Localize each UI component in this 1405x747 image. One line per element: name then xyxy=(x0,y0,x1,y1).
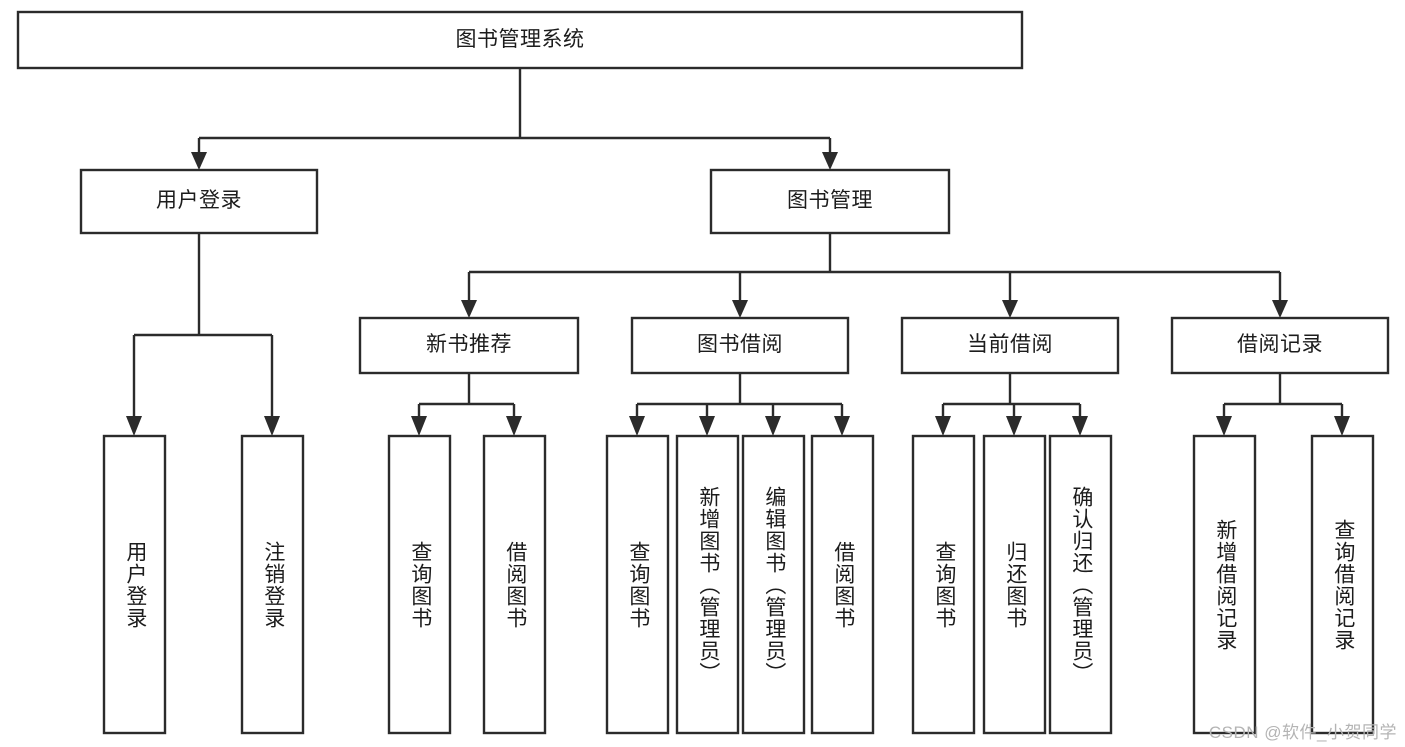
arrowhead-book-mgmt xyxy=(822,152,838,170)
node-rect-book-management[interactable] xyxy=(709,168,951,235)
node-rect-user-login[interactable] xyxy=(79,168,319,235)
node-rect-leaf-2[interactable] xyxy=(240,434,305,735)
arrowhead-leaf-8 xyxy=(834,416,850,436)
node-rect-book-borrow[interactable] xyxy=(630,316,850,375)
node-rect-leaf-9[interactable] xyxy=(911,434,976,735)
arrowhead-leaf-1 xyxy=(126,416,142,436)
node-rect-leaf-1[interactable] xyxy=(102,434,167,735)
node-rect-leaf-7[interactable] xyxy=(741,434,806,735)
arrowhead-leaf-12 xyxy=(1216,416,1232,436)
arrowhead-leaf-6 xyxy=(699,416,715,436)
node-rect-root[interactable] xyxy=(16,10,1024,70)
node-rect-leaf-6[interactable] xyxy=(675,434,740,735)
node-rect-leaf-11[interactable] xyxy=(1048,434,1113,735)
arrowhead-leaf-11 xyxy=(1072,416,1088,436)
arrowhead-new-book-rec xyxy=(461,300,477,318)
arrowhead-leaf-3 xyxy=(411,416,427,436)
node-rect-leaf-8[interactable] xyxy=(810,434,875,735)
arrowhead-current-borrow xyxy=(1002,300,1018,318)
arrowhead-leaf-7 xyxy=(765,416,781,436)
node-rect-leaf-3[interactable] xyxy=(387,434,452,735)
node-rect-leaf-13[interactable] xyxy=(1310,434,1375,735)
arrowhead-leaf-2 xyxy=(264,416,280,436)
node-rect-leaf-12[interactable] xyxy=(1192,434,1257,735)
node-rect-leaf-5[interactable] xyxy=(605,434,670,735)
arrowhead-user-login xyxy=(191,152,207,170)
arrowhead-leaf-10 xyxy=(1006,416,1022,436)
node-rect-group xyxy=(16,10,1390,735)
node-rect-new-book-recommend[interactable] xyxy=(358,316,580,375)
arrowhead-book-borrow xyxy=(732,300,748,318)
arrowhead-borrow-record xyxy=(1272,300,1288,318)
arrowhead-leaf-13 xyxy=(1334,416,1350,436)
arrowhead-leaf-5 xyxy=(629,416,645,436)
arrowhead-leaf-4 xyxy=(506,416,522,436)
connector-group xyxy=(126,68,1350,436)
node-rect-leaf-10[interactable] xyxy=(982,434,1047,735)
node-rect-current-borrow[interactable] xyxy=(900,316,1120,375)
node-rect-borrow-record[interactable] xyxy=(1170,316,1390,375)
arrowhead-leaf-9 xyxy=(935,416,951,436)
node-rect-leaf-4[interactable] xyxy=(482,434,547,735)
